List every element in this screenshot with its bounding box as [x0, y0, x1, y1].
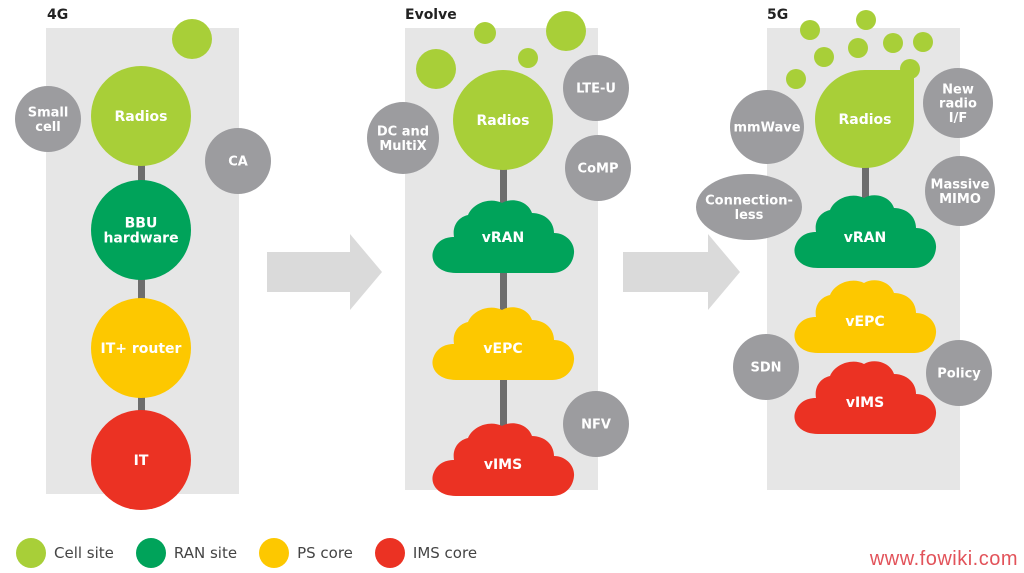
cell-site-dot [913, 32, 933, 52]
column-title-5g: 5G [767, 7, 788, 23]
node-vran-evolve-label: vRAN [482, 230, 524, 246]
cell-site-dot [848, 38, 868, 58]
arrow-evolve-to-5g [623, 234, 740, 310]
connector-4g [138, 150, 145, 440]
feature-ca [205, 128, 271, 194]
feature-nfv-label: NFV [581, 418, 611, 433]
node-radios-evolve [453, 70, 553, 170]
feature-massive-mimo [925, 156, 995, 226]
legend: Cell site RAN site PS core IMS core [16, 536, 499, 570]
legend-item-ps-core: PS core [259, 538, 353, 568]
legend-label-cell-site: Cell site [54, 544, 114, 562]
feature-new-radio [923, 68, 993, 138]
connector-5g [862, 160, 869, 210]
cell-site-dot [546, 11, 586, 51]
feature-nfv [563, 391, 629, 457]
feature-policy-label: Policy [937, 367, 981, 382]
node-radios-4g-label: Radios [115, 109, 168, 125]
watermark: www.fowiki.com [869, 548, 1018, 570]
feature-lte-u [563, 55, 629, 121]
legend-swatch-ims-core [374, 538, 405, 568]
cell-site-dot [172, 19, 212, 59]
cell-site-dot [883, 33, 903, 53]
column-title-evolve: Evolve [405, 7, 457, 23]
feature-small-cell [15, 86, 81, 152]
feature-sdn [733, 334, 799, 400]
node-vepc-5g-label: vEPC [845, 314, 884, 330]
feature-mmwave [730, 90, 804, 164]
node-vims-5g-label: vIMS [846, 395, 884, 411]
feature-policy [926, 340, 992, 406]
arrow-4g-to-evolve [267, 234, 382, 310]
cell-site-dot [786, 69, 806, 89]
legend-item-ims-core: IMS core [374, 538, 478, 568]
column-title-4g: 4G [47, 7, 68, 23]
feature-ca-label: CA [228, 155, 248, 170]
feature-mmwave-label: mmWave [733, 121, 800, 136]
feature-dc-multix [367, 102, 439, 174]
node-it [91, 410, 191, 510]
legend-swatch-ps-core [259, 538, 290, 568]
feature-connectionless [696, 174, 802, 240]
legend-item-ran-site: RAN site [135, 538, 238, 568]
legend-item-cell-site: Cell site [16, 538, 114, 568]
node-it-label: IT [134, 453, 149, 469]
legend-label-ran-site: RAN site [173, 544, 238, 562]
cell-site-dot [814, 47, 834, 67]
legend-label-ims-core: IMS core [412, 544, 478, 562]
feature-lte-u-label: LTE-U [576, 82, 616, 97]
legend-swatch-cell-site [16, 538, 46, 568]
feature-sdn-label: SDN [750, 361, 781, 376]
feature-connectionless-label: Connection-less [705, 194, 793, 223]
cell-site-dot [800, 20, 820, 40]
node-radios-evolve-label: Radios [477, 113, 530, 129]
feature-comp-label: CoMP [578, 162, 619, 177]
node-it-router [91, 298, 191, 398]
feature-comp [565, 135, 631, 201]
node-vran-5g-label: vRAN [844, 230, 886, 246]
node-radios-5g-label: Radios [839, 112, 892, 128]
legend-swatch-ran-site [135, 538, 166, 568]
node-vims-evolve-label: vIMS [484, 457, 522, 473]
node-it-router-label: IT+ router [101, 341, 182, 357]
cell-site-dot [416, 49, 456, 89]
node-radios-4g [91, 66, 191, 166]
node-radios-5g [815, 70, 914, 168]
cell-site-dot [518, 48, 538, 68]
node-bbu-hardware [91, 180, 191, 280]
node-vepc-evolve-label: vEPC [483, 341, 522, 357]
cell-site-dot [856, 10, 876, 30]
legend-label-ps-core: PS core [297, 544, 353, 562]
cell-site-dot [474, 22, 496, 44]
connector-evolve [500, 160, 507, 440]
